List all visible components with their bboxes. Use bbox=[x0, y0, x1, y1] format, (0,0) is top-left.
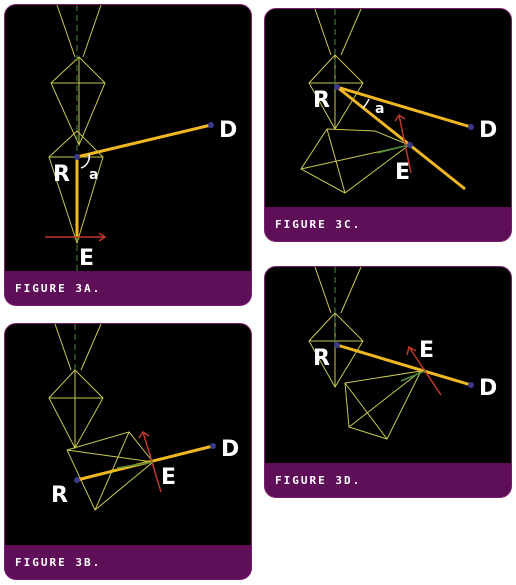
wireframe-bone-upper bbox=[48, 324, 104, 450]
label-D: D bbox=[221, 437, 239, 462]
red-arrow-head bbox=[138, 430, 150, 439]
figure-3d-caption: FIGURE 3D. bbox=[275, 473, 362, 487]
figure-3a-caption: FIGURE 3A. bbox=[15, 281, 102, 295]
wireframe-bone-upper bbox=[308, 267, 364, 388]
label-E: E bbox=[419, 338, 434, 363]
figure-3a-scene: R a D E bbox=[5, 5, 251, 271]
figure-3d-panel: R D E FIGURE 3D. bbox=[264, 266, 512, 498]
figure-3c-panel: R a D E FIGURE 3C. bbox=[264, 8, 512, 242]
label-a: a bbox=[89, 167, 98, 183]
label-R: R bbox=[313, 346, 330, 371]
joint-D bbox=[468, 124, 474, 130]
wireframe-bone-lower bbox=[300, 128, 411, 194]
green-arrow bbox=[400, 370, 426, 382]
segment-R-E bbox=[336, 85, 466, 191]
joint-D bbox=[208, 122, 214, 128]
figure-3b-panel: R D E FIGURE 3B. bbox=[4, 323, 252, 580]
joint-R bbox=[334, 342, 340, 348]
joint-R bbox=[74, 477, 80, 483]
wireframe-bone-lower bbox=[344, 370, 422, 440]
figure-3c-scene: R a D E bbox=[265, 9, 511, 207]
green-arrow bbox=[116, 461, 154, 469]
red-arrow-head bbox=[98, 232, 107, 242]
label-D: D bbox=[219, 118, 237, 143]
wireframe-bone-upper bbox=[308, 9, 364, 130]
segment-R-D bbox=[336, 85, 472, 129]
figure-3c-caption: FIGURE 3C. bbox=[275, 217, 362, 231]
red-arrow-head bbox=[394, 113, 406, 122]
red-arrow-head bbox=[406, 345, 417, 356]
red-arrow bbox=[398, 114, 412, 174]
label-E: E bbox=[161, 465, 176, 490]
figure-3a-panel: R a D E FIGURE 3A. bbox=[4, 4, 252, 306]
joint-R bbox=[334, 84, 340, 90]
wireframe-bone-upper bbox=[50, 5, 106, 147]
label-R: R bbox=[53, 162, 70, 187]
angle-arc bbox=[362, 98, 370, 109]
joint-R bbox=[74, 154, 80, 160]
segment-R-D bbox=[336, 343, 472, 387]
figure-3b-caption: FIGURE 3B. bbox=[15, 555, 102, 569]
label-R: R bbox=[313, 88, 330, 113]
label-D: D bbox=[479, 118, 497, 143]
angle-arc bbox=[80, 153, 91, 169]
label-R: R bbox=[51, 483, 68, 508]
joint-D bbox=[210, 443, 216, 449]
figure-3b-scene: R D E bbox=[5, 324, 251, 545]
joint-D bbox=[468, 382, 474, 388]
segment-R-D bbox=[76, 123, 212, 159]
joint-E bbox=[407, 142, 413, 148]
label-a: a bbox=[375, 101, 384, 117]
label-D: D bbox=[479, 376, 497, 401]
label-E: E bbox=[395, 160, 410, 185]
figure-3d-scene: R D E bbox=[265, 267, 511, 463]
green-arrow bbox=[376, 144, 410, 154]
label-E: E bbox=[79, 246, 94, 271]
